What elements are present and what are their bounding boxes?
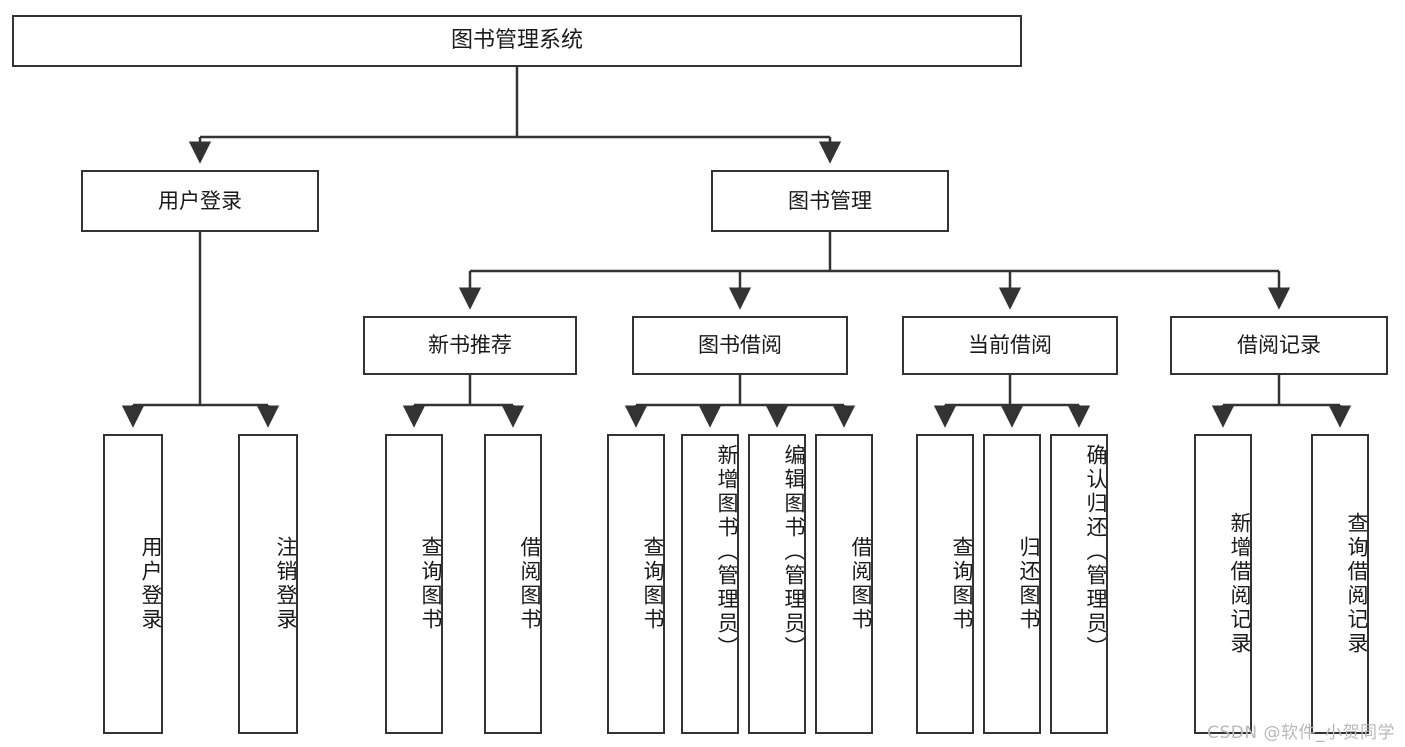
node-leaf-add-book-admin-label: 新增图书（管理员） <box>715 444 739 660</box>
node-leaf-user-login[interactable]: 用户登录 <box>103 434 163 734</box>
node-user-login[interactable]: 用户登录 <box>81 170 319 232</box>
node-leaf-borrow-book-2-label: 借阅图书 <box>849 536 873 632</box>
node-leaf-borrow-book-1[interactable]: 借阅图书 <box>484 434 542 734</box>
node-root-label: 图书管理系统 <box>450 28 583 54</box>
node-book-manage-label: 图书管理 <box>788 188 872 213</box>
node-leaf-confirm-return-admin-label: 确认归还（管理员） <box>1084 444 1108 660</box>
node-leaf-query-book-2-label: 查询图书 <box>641 536 665 632</box>
node-borrow-record[interactable]: 借阅记录 <box>1170 316 1388 375</box>
node-book-borrow-label: 图书借阅 <box>698 333 782 358</box>
node-leaf-borrow-book-2[interactable]: 借阅图书 <box>815 434 873 734</box>
node-book-borrow[interactable]: 图书借阅 <box>632 316 848 375</box>
node-leaf-add-borrow-record[interactable]: 新增借阅记录 <box>1194 434 1252 734</box>
node-new-book-recommend[interactable]: 新书推荐 <box>363 316 577 375</box>
node-current-borrow-label: 当前借阅 <box>968 333 1052 358</box>
node-leaf-return-book[interactable]: 归还图书 <box>983 434 1041 734</box>
node-leaf-edit-book-admin[interactable]: 编辑图书（管理员） <box>748 434 806 734</box>
node-leaf-query-borrow-record-label: 查询借阅记录 <box>1345 512 1369 656</box>
node-leaf-logout-login[interactable]: 注销登录 <box>238 434 298 734</box>
node-leaf-confirm-return-admin[interactable]: 确认归还（管理员） <box>1050 434 1108 734</box>
node-leaf-query-borrow-record[interactable]: 查询借阅记录 <box>1311 434 1369 734</box>
node-leaf-user-login-label: 用户登录 <box>139 536 163 632</box>
node-leaf-add-book-admin[interactable]: 新增图书（管理员） <box>681 434 739 734</box>
node-leaf-query-book-3-label: 查询图书 <box>950 536 974 632</box>
node-borrow-record-label: 借阅记录 <box>1237 333 1321 358</box>
node-leaf-add-borrow-record-label: 新增借阅记录 <box>1228 512 1252 656</box>
node-leaf-logout-login-label: 注销登录 <box>274 536 298 632</box>
node-leaf-edit-book-admin-label: 编辑图书（管理员） <box>782 444 806 660</box>
node-leaf-query-book-1-label: 查询图书 <box>419 536 443 632</box>
node-leaf-return-book-label: 归还图书 <box>1017 536 1041 632</box>
node-book-manage[interactable]: 图书管理 <box>711 170 949 232</box>
node-current-borrow[interactable]: 当前借阅 <box>902 316 1118 375</box>
node-new-book-recommend-label: 新书推荐 <box>428 333 512 358</box>
node-leaf-query-book-3[interactable]: 查询图书 <box>916 434 974 734</box>
node-leaf-borrow-book-1-label: 借阅图书 <box>518 536 542 632</box>
node-root[interactable]: 图书管理系统 <box>12 15 1022 67</box>
csdn-watermark: CSDN @软件_小贺同学 <box>1207 723 1395 743</box>
node-leaf-query-book-1[interactable]: 查询图书 <box>385 434 443 734</box>
node-leaf-query-book-2[interactable]: 查询图书 <box>607 434 665 734</box>
node-user-login-label: 用户登录 <box>158 188 242 213</box>
